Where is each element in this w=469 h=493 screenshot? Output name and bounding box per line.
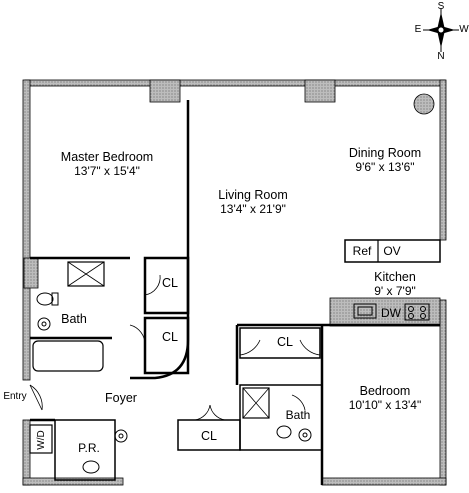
room-living-room-name: Living Room [218, 188, 288, 202]
hall-bath-label: Bath [285, 408, 311, 422]
compass-rose-icon [423, 8, 459, 52]
closet-label: CL [277, 335, 293, 349]
room-living-room: Living Room 13'4" x 21'9" [200, 188, 306, 216]
compass-west: W [459, 24, 469, 35]
room-dining-room-name: Dining Room [348, 146, 422, 160]
dishwasher-label: DW [381, 306, 401, 320]
room-dining-room-dims: 9'6" x 13'6" [355, 160, 415, 174]
entry-label: Entry [3, 391, 27, 402]
room-bedroom-name: Bedroom [359, 384, 411, 398]
room-master-bedroom: Master Bedroom 13'7" x 15'4" [48, 150, 166, 178]
interior-walls [29, 100, 441, 485]
compass-east: E [414, 24, 422, 35]
closet-label: CL [162, 330, 178, 344]
powder-room-label: P.R. [78, 441, 100, 455]
refrigerator-label: Ref [352, 244, 372, 258]
room-master-bedroom-dims: 13'7" x 15'4" [74, 164, 140, 178]
room-dining-room: Dining Room 9'6" x 13'6" [336, 146, 434, 174]
room-kitchen-name: Kitchen [374, 270, 416, 284]
structural-columns [23, 79, 441, 327]
washer-dryer-label: W/D [36, 430, 47, 450]
room-master-bedroom-name: Master Bedroom [60, 150, 154, 164]
room-living-room-dims: 13'4" x 21'9" [220, 202, 286, 216]
room-bedroom: Bedroom 10'10" x 13'4" [332, 384, 438, 412]
compass-south: S [437, 1, 445, 12]
master-bath-label: Bath [61, 312, 87, 326]
room-kitchen: Kitchen 9' x 7'9" [350, 270, 440, 298]
closet-label: CL [162, 276, 178, 290]
kitchen-range-icon [353, 303, 430, 321]
door-swings [29, 274, 321, 421]
foyer-label: Foyer [105, 391, 137, 405]
compass-north: N [437, 51, 445, 62]
room-bedroom-dims: 10'10" x 13'4" [348, 398, 422, 412]
oven-label: OV [383, 244, 401, 258]
plumbing-fixtures [36, 292, 312, 474]
room-kitchen-dims: 9' x 7'9" [374, 284, 416, 298]
closet-label: CL [201, 429, 217, 443]
